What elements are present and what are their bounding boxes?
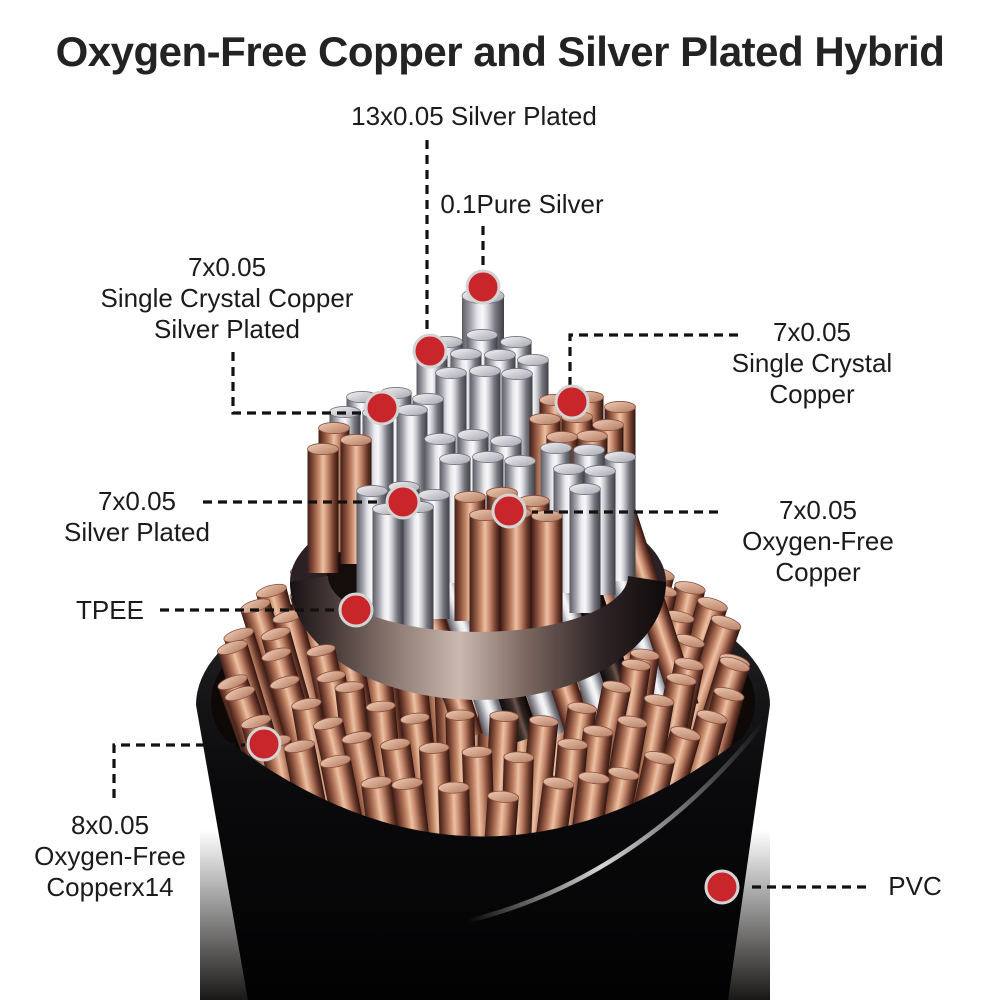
page-title: Oxygen-Free Copper and Silver Plated Hyb… xyxy=(55,28,945,75)
jacket-rim-highlight xyxy=(467,720,766,924)
wire-pyramid xyxy=(307,288,636,640)
label-pure-silver: 0.1Pure Silver xyxy=(440,189,604,219)
label-scc-silver-plated: 7x0.05 Single Crystal Copper Silver Plat… xyxy=(100,252,354,344)
label-ofc-7: 7x0.05 Oxygen-Free Copper xyxy=(742,495,894,587)
label-pvc: PVC xyxy=(888,871,942,901)
label-scc: 7x0.05 Single Crystal Copper xyxy=(731,317,893,409)
tpee-tube-front-wall xyxy=(290,576,666,700)
label-tpee: TPEE xyxy=(76,595,144,625)
label-silver-plated-7: 7x0.05 Silver Plated xyxy=(64,486,210,547)
label-ofc-8x14: 8x0.05 Oxygen-Free Copperx14 xyxy=(34,810,186,902)
label-silver-13: 13x0.05 Silver Plated xyxy=(351,101,597,131)
pvc-jacket-front-wall xyxy=(199,718,767,1000)
